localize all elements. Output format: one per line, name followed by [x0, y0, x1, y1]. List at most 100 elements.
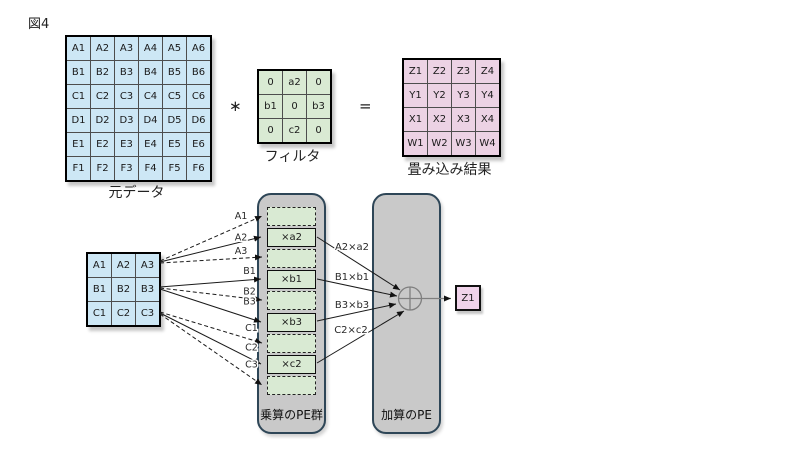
matrix-cell: W2 — [428, 132, 451, 155]
matrix-cell: B6 — [187, 61, 210, 84]
matrix-cell: X4 — [476, 108, 499, 131]
arrow-a2 — [159, 235, 262, 263]
arrow-c2 — [159, 312, 262, 365]
filter-matrix-label: フィルタ — [264, 149, 321, 165]
matrix-cell: 0 — [307, 119, 330, 142]
arrow-c1 — [159, 311, 263, 344]
matrix-cell: A1 — [67, 37, 90, 60]
matrix-cell: F3 — [115, 157, 138, 180]
multiplier-pe-group-label: 乗算のPE群 — [260, 408, 323, 422]
adder-pe-label: 加算のPE — [381, 408, 432, 422]
matrix-cell: W1 — [404, 132, 427, 155]
arrow-b2 — [159, 287, 263, 303]
arrow-label-c2: C2 — [245, 343, 258, 354]
matrix-cell: A1 — [88, 254, 111, 277]
matrix-cell: E3 — [115, 133, 138, 156]
matrix-cell: B5 — [163, 61, 186, 84]
matrix-cell: X1 — [404, 108, 427, 131]
matrix-cell: Y3 — [452, 84, 475, 107]
matrix-cell: D6 — [187, 109, 210, 132]
arrow-a3 — [159, 254, 263, 264]
matrix-cell: E4 — [139, 133, 162, 156]
matrix-cell: A5 — [163, 37, 186, 60]
matrix-cell: E2 — [91, 133, 114, 156]
arrow-a1 — [159, 215, 263, 262]
matrix-cell: A4 — [139, 37, 162, 60]
matrix-cell: 0 — [307, 71, 330, 94]
arrow-b3 — [159, 288, 262, 323]
matrix-cell: A3 — [136, 254, 159, 277]
matrix-cell: D4 — [139, 109, 162, 132]
arrow-label-a3: A3 — [235, 246, 248, 257]
matrix-cell: B4 — [139, 61, 162, 84]
matrix-cell: D3 — [115, 109, 138, 132]
matrix-cell: W4 — [476, 132, 499, 155]
arrow-label-a2: A2 — [235, 233, 248, 244]
matrix-cell: C2 — [91, 85, 114, 108]
matrix-cell: A2 — [112, 254, 135, 277]
pe-unit-zero-1 — [267, 207, 316, 226]
result-matrix-label: 畳み込み結果 — [407, 162, 492, 178]
arrow-label-c3: C3 — [245, 360, 258, 371]
matrix-cell: C1 — [88, 302, 111, 325]
adder-pe: 加算のPE — [372, 193, 441, 434]
matrix-cell: Z4 — [476, 60, 499, 83]
matrix-cell: W3 — [452, 132, 475, 155]
matrix-cell: c2 — [283, 119, 306, 142]
matrix-cell: A2 — [91, 37, 114, 60]
pe-unit-zero-3 — [267, 291, 316, 310]
figure-title: 図4 — [28, 17, 50, 32]
product-label-b1b1: B1×b1 — [335, 272, 369, 283]
matrix-cell: A3 — [115, 37, 138, 60]
matrix-cell: B1 — [67, 61, 90, 84]
matrix-cell: Z3 — [452, 60, 475, 83]
matrix-cell: b3 — [307, 95, 330, 118]
matrix-cell: E6 — [187, 133, 210, 156]
matrix-cell: F5 — [163, 157, 186, 180]
matrix-cell: 0 — [259, 119, 282, 142]
matrix-cell: b1 — [259, 95, 282, 118]
product-label-c2c2: C2×c2 — [334, 325, 368, 336]
pe-unit-zero-4 — [267, 334, 316, 353]
matrix-cell: C1 — [67, 85, 90, 108]
matrix-cell: C3 — [115, 85, 138, 108]
matrix-cell: C3 — [136, 302, 159, 325]
pe-unit-mult-c2: ×c2 — [267, 355, 316, 374]
matrix-cell: D2 — [91, 109, 114, 132]
matrix-cell: C5 — [163, 85, 186, 108]
pe-unit-zero-5 — [267, 376, 316, 395]
matrix-cell: F2 — [91, 157, 114, 180]
source-matrix-label: 元データ — [108, 185, 165, 201]
matrix-cell: A6 — [187, 37, 210, 60]
matrix-cell: C2 — [112, 302, 135, 325]
arrow-label-b1: B1 — [243, 266, 256, 277]
arrow-label-b2: B2 — [243, 287, 256, 298]
matrix-cell: a2 — [283, 71, 306, 94]
matrix-cell: Y2 — [428, 84, 451, 107]
matrix-cell: F6 — [187, 157, 210, 180]
matrix-cell: F1 — [67, 157, 90, 180]
matrix-cell: B3 — [115, 61, 138, 84]
convolution-operator: ∗ — [229, 97, 242, 115]
matrix-cell: Z1 — [404, 60, 427, 83]
matrix-cell: Z2 — [428, 60, 451, 83]
pe-unit-mult-b3: ×b3 — [267, 313, 316, 332]
matrix-cell: D1 — [67, 109, 90, 132]
matrix-cell: B2 — [91, 61, 114, 84]
matrix-cell: X3 — [452, 108, 475, 131]
arrow-label-a1: A1 — [235, 211, 248, 222]
matrix-cell: X2 — [428, 108, 451, 131]
matrix-cell: F4 — [139, 157, 162, 180]
output-cell-label: Z1 — [461, 292, 475, 304]
matrix-cell: D5 — [163, 109, 186, 132]
pe-unit-mult-a2: ×a2 — [267, 228, 316, 247]
arrow-label-b3: B3 — [243, 297, 256, 308]
matrix-cell: B1 — [88, 278, 111, 301]
product-label-b3b3: B3×b3 — [335, 300, 369, 311]
matrix-cell: 0 — [283, 95, 306, 118]
arrow-c3 — [159, 313, 263, 386]
matrix-cell: E1 — [67, 133, 90, 156]
